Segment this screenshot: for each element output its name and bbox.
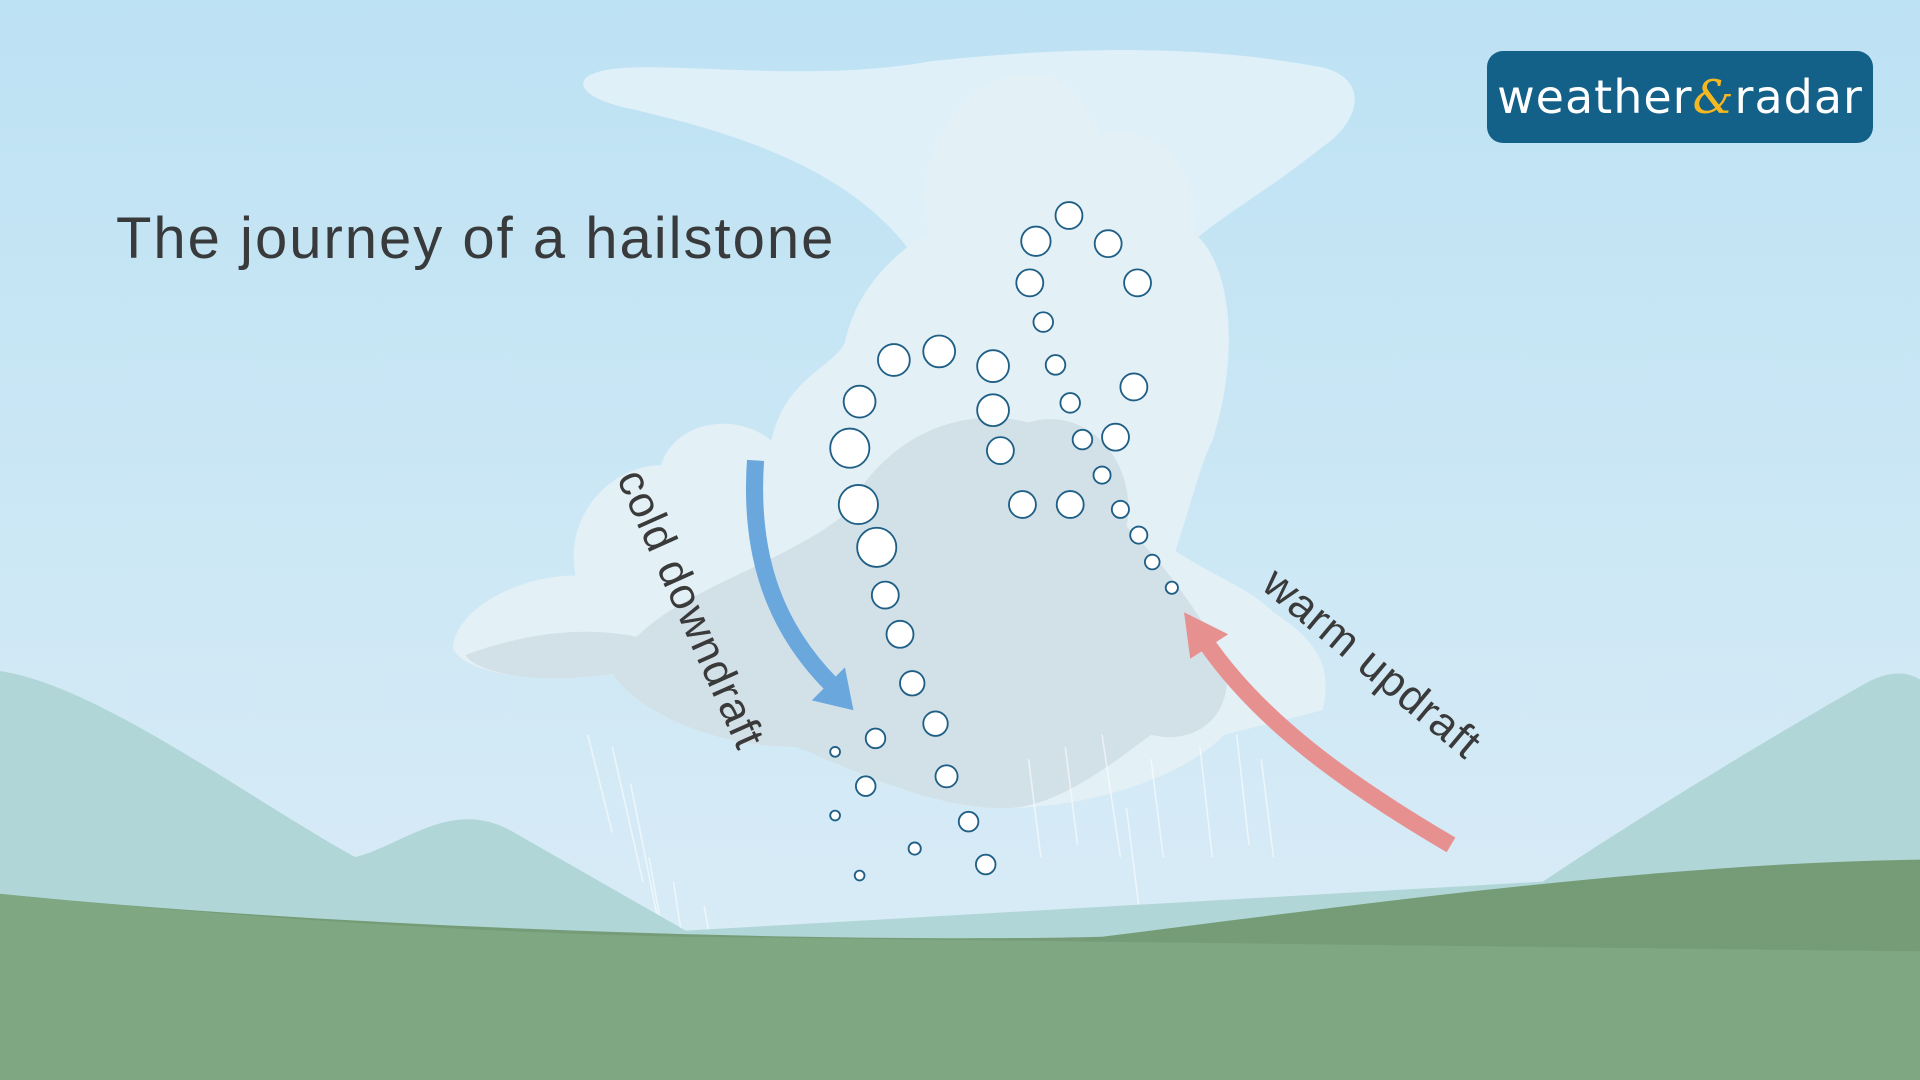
- hailstone: [1101, 422, 1130, 452]
- hailstone: [934, 764, 959, 789]
- hailstone: [899, 670, 926, 697]
- hailstone: [829, 427, 871, 469]
- hailstone: [1071, 428, 1094, 451]
- hailstone: [1110, 499, 1130, 519]
- page-title: The journey of a hailstone: [116, 206, 836, 271]
- warm-updraft-arrow: [1199, 637, 1456, 853]
- hailstone: [976, 349, 1010, 383]
- logo-ampersand: &: [1692, 70, 1735, 124]
- hailstone: [864, 727, 887, 750]
- hailstone: [922, 334, 957, 369]
- logo-text-radar: radar: [1734, 70, 1863, 124]
- hailstone: [1054, 201, 1084, 230]
- cold-downdraft-arrow: [745, 459, 839, 692]
- hailstone: [1020, 225, 1052, 257]
- hailstone: [986, 436, 1015, 466]
- hailstone: [975, 853, 997, 876]
- hailstone: [1164, 580, 1179, 595]
- hailstone: [837, 483, 879, 525]
- hailstone: [1143, 553, 1161, 571]
- hailstone: [1129, 525, 1149, 545]
- hailstone: [842, 384, 877, 419]
- hailstone-path: [829, 201, 1179, 882]
- hailstone: [877, 343, 911, 377]
- hailstone: [1093, 229, 1123, 259]
- ground: [0, 893, 1920, 1080]
- cloud-shadow: [465, 417, 1227, 809]
- hailstone: [957, 810, 980, 833]
- hailstone: [856, 526, 898, 568]
- logo-text-weather: weather: [1497, 70, 1693, 124]
- hailstone: [922, 710, 949, 737]
- hailstone: [1008, 490, 1037, 519]
- hailstone: [853, 869, 866, 882]
- hailstone: [1044, 354, 1067, 376]
- hailstone: [870, 580, 900, 610]
- hailstone: [829, 809, 841, 822]
- hailstone: [1119, 372, 1149, 402]
- hailstone: [1055, 490, 1085, 519]
- hailstone: [1015, 268, 1045, 298]
- hailstone: [907, 841, 922, 856]
- hailstone: [1059, 392, 1081, 414]
- hailstone: [1092, 465, 1112, 485]
- hailstone: [855, 775, 877, 797]
- hailstone: [885, 619, 915, 649]
- cold-downdraft-arrowhead: [811, 667, 854, 711]
- hailstone: [976, 393, 1010, 428]
- warm-updraft-arrowhead: [1184, 612, 1229, 659]
- weather-radar-logo: weather&radar: [1487, 51, 1873, 143]
- hailstone: [1123, 268, 1152, 298]
- hailstone: [1032, 311, 1054, 333]
- hailstone: [829, 746, 841, 758]
